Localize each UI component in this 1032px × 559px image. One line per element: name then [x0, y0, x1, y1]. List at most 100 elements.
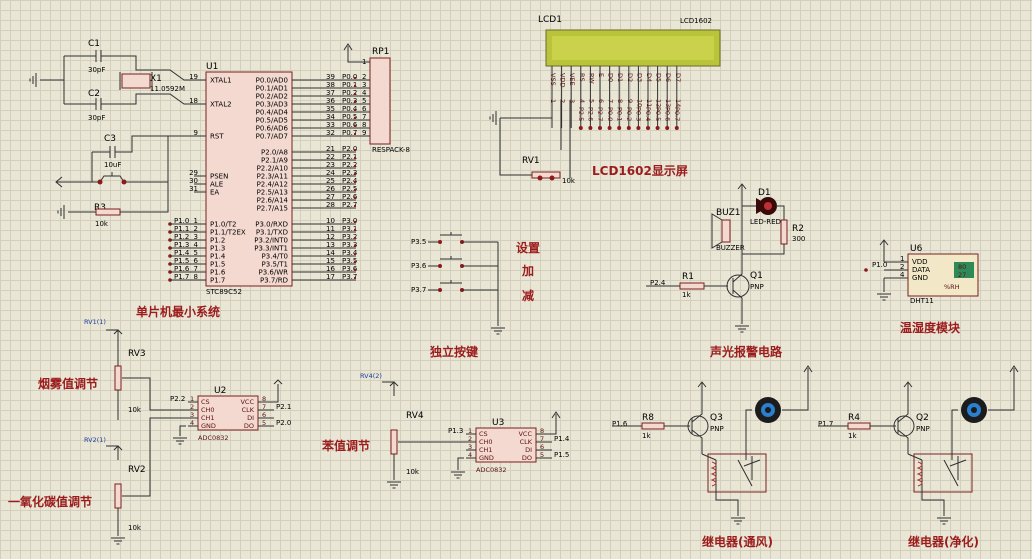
lcd-pin-name: D2 [626, 73, 634, 82]
lcd-pin-num: 10 [635, 99, 643, 107]
d1-part: LED-RED [750, 218, 781, 226]
pots[interactable]: RV1(1)RV310kRV2(1)RV210kRV4(2)RV410k单片机最… [8, 304, 466, 545]
rv4-ref: RV4 [406, 411, 424, 421]
c1-val: 30pF [88, 66, 105, 74]
net-label: P0.2 [342, 89, 357, 97]
rv3-indicator: RV1(1) [84, 318, 106, 326]
mcu-pin-num: 22 [326, 153, 335, 161]
lcd-pin-name: D5 [655, 73, 663, 82]
mcu-pin-right: P3.6/WR [259, 269, 289, 277]
adc-pin-num: 1 [190, 395, 194, 403]
net-label: P2.5 [342, 185, 357, 193]
lcd-pin-num: 8 [616, 99, 624, 103]
mcu-pin-right: P2.0/A8 [261, 149, 288, 157]
lcd-pin-num: 9 [626, 99, 634, 103]
lcd-net: P0.2 [625, 107, 633, 121]
net-label: P3.3 [342, 241, 357, 249]
lcd-pin-num: 13 [664, 99, 672, 107]
net-label: P1.1 [174, 225, 189, 233]
mcu-pin-right: P3.2/INT0 [254, 237, 288, 245]
adc-net: P2.2 [170, 395, 185, 403]
mcu-pin-num: 30 [189, 177, 198, 185]
net-label: P3.7 [342, 273, 357, 281]
adc-pin-right: DO [522, 454, 532, 462]
mcu-pin-right: P3.1/TXD [256, 229, 288, 237]
net-label: P3.6 [342, 265, 358, 273]
rv4-val: 10k [406, 468, 420, 476]
lcd-pin-num: 4 [578, 99, 586, 103]
rv4-indicator: RV4(2) [360, 372, 382, 380]
lcd-pin-num: 1 [549, 99, 557, 103]
rp1-part: RESPACK-8 [372, 146, 410, 154]
net-label: P0.1 [342, 81, 357, 89]
lcd-pin-name: D6 [664, 73, 672, 82]
adc-net: P1.3 [448, 427, 463, 435]
alarm-circuit[interactable]: D1LED-REDR2300BUZ1BUZZERP2.4R11kQ1PNP声光报… [646, 183, 805, 359]
adc-pin-right: CLK [520, 438, 533, 446]
mcu-pin-num: 18 [189, 97, 198, 105]
mcu-pin-left: P1.3 [210, 245, 225, 253]
lcd-part: LCD1602 [680, 17, 712, 25]
mcu-pin-num: 21 [326, 145, 335, 153]
mcu-pin-num: 14 [326, 249, 335, 257]
mcu-pin-num: 19 [189, 73, 198, 81]
mcu-pin-num: 25 [326, 177, 335, 185]
rv1-ref: RV1 [522, 156, 540, 166]
adc-net: P1.5 [554, 451, 569, 459]
adc-pin-left: CH1 [479, 446, 493, 454]
lcd-pin-name: RS [578, 73, 586, 82]
mcu-u1[interactable]: U1STC89C52XTAL119XTAL218RST9PSEN29ALE30E… [168, 62, 358, 296]
adc-pin-right: VCC [518, 430, 532, 438]
mcu-pin-right: P3.5/T1 [262, 261, 288, 269]
net-label: P3.0 [342, 217, 357, 225]
lcd-pin-name: D4 [645, 73, 653, 82]
key-label: 减 [522, 288, 534, 303]
net-label: P2.2 [342, 161, 357, 169]
net-label: P1.0 [174, 217, 189, 225]
relay-net: P1.7 [818, 420, 833, 428]
lcd-pin-num: 2 [559, 99, 567, 103]
net-label: P1.7 [174, 273, 189, 281]
key-net: P3.7 [411, 286, 426, 294]
net-label: P2.7 [342, 201, 357, 209]
mcu-pin-right: P2.7/A15 [257, 205, 288, 213]
lcd-net: P2.5 [577, 107, 585, 121]
net-label: P0.5 [342, 113, 357, 121]
mcu-pin-right: P2.4/A12 [257, 181, 288, 189]
mcu-pin-right: P3.7/RD [260, 277, 288, 285]
dht-pin: VDD [912, 258, 928, 266]
key-label: 加 [521, 263, 534, 278]
net-label: P3.4 [342, 249, 358, 257]
dht-pin-num: 4 [900, 271, 905, 279]
relay-title: 继电器(通风) [702, 534, 773, 549]
r2-val: 300 [792, 235, 805, 243]
alarm-net: P2.4 [650, 279, 666, 287]
mcu-pin-num: 28 [326, 201, 335, 209]
adc-pin-num: 5 [262, 419, 266, 427]
lcd-net: P0.6 [663, 107, 671, 121]
lcd-net: P0.7 [673, 107, 681, 121]
lcd-pin-name: D3 [635, 73, 643, 82]
adc-pin-num: 2 [468, 435, 472, 443]
lcd-pin-name: RW [587, 73, 595, 84]
lcd-pin-name: D0 [607, 73, 615, 82]
mcu-pin-num: 13 [326, 241, 335, 249]
net-label: P0.0 [342, 73, 357, 81]
mcu-pin-num: 23 [326, 161, 335, 169]
x1-ref: X1 [150, 74, 162, 84]
mcu-pin-num: 7 [194, 265, 198, 273]
net-label: P2.1 [342, 153, 357, 161]
net-label: P0.6 [342, 121, 358, 129]
c3-val: 10uF [104, 161, 121, 169]
